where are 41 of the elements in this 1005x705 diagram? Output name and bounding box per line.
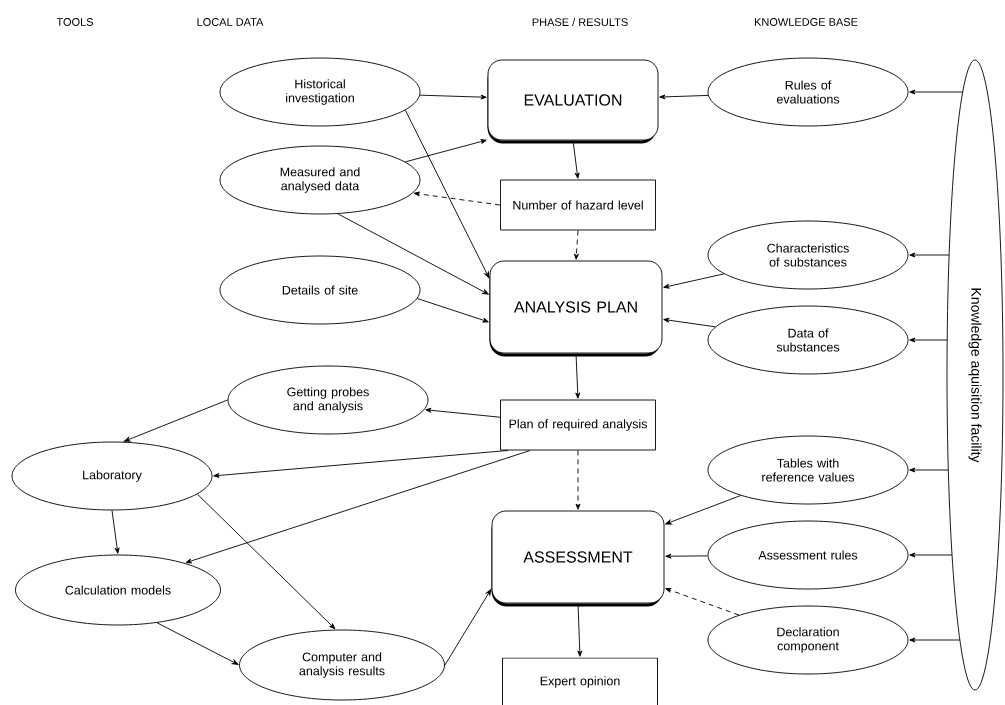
arrow: [337, 213, 489, 295]
arrow: [665, 495, 742, 525]
arrow: [185, 450, 531, 564]
arrow: [444, 589, 492, 666]
result-box: Number of hazard level: [500, 179, 656, 231]
arrow: [196, 493, 336, 630]
arrow: [659, 94, 709, 100]
column-heading: KNOWLEDGE BASE: [754, 18, 858, 26]
arrow: [574, 230, 579, 260]
arrow: [577, 603, 583, 657]
phase-box: ANALYSIS PLAN: [489, 260, 663, 357]
arrow: [572, 140, 580, 179]
phase-box: ASSESSMENT: [491, 510, 665, 607]
arrow: [663, 273, 725, 289]
arrow: [404, 109, 490, 279]
arrow: [665, 588, 740, 616]
arrow: [425, 407, 501, 418]
arrow: [909, 252, 950, 258]
arrow: [575, 353, 581, 399]
arrow: [156, 622, 239, 665]
arrow: [123, 399, 228, 442]
phase-box: EVALUATION: [487, 59, 659, 144]
arrow: [663, 317, 716, 328]
arrow: [909, 637, 961, 643]
arrow: [665, 553, 709, 559]
arrow: [111, 510, 120, 554]
result-box: Expert opinion: [502, 657, 658, 705]
column-heading: PHASE / RESULTS: [532, 17, 628, 27]
arrow: [575, 450, 581, 510]
arrow: [419, 94, 487, 100]
arrow: [909, 552, 953, 558]
result-box: Plan of required analysis: [500, 399, 656, 451]
arrow: [213, 450, 509, 478]
column-heading: LOCAL DATA: [197, 18, 264, 26]
arrow: [416, 298, 489, 323]
arrow: [909, 467, 949, 473]
arrow: [404, 139, 487, 163]
arrow: [413, 191, 501, 206]
arrow: [909, 89, 964, 95]
arrow: [909, 337, 948, 343]
column-heading: TOOLS: [56, 18, 94, 26]
